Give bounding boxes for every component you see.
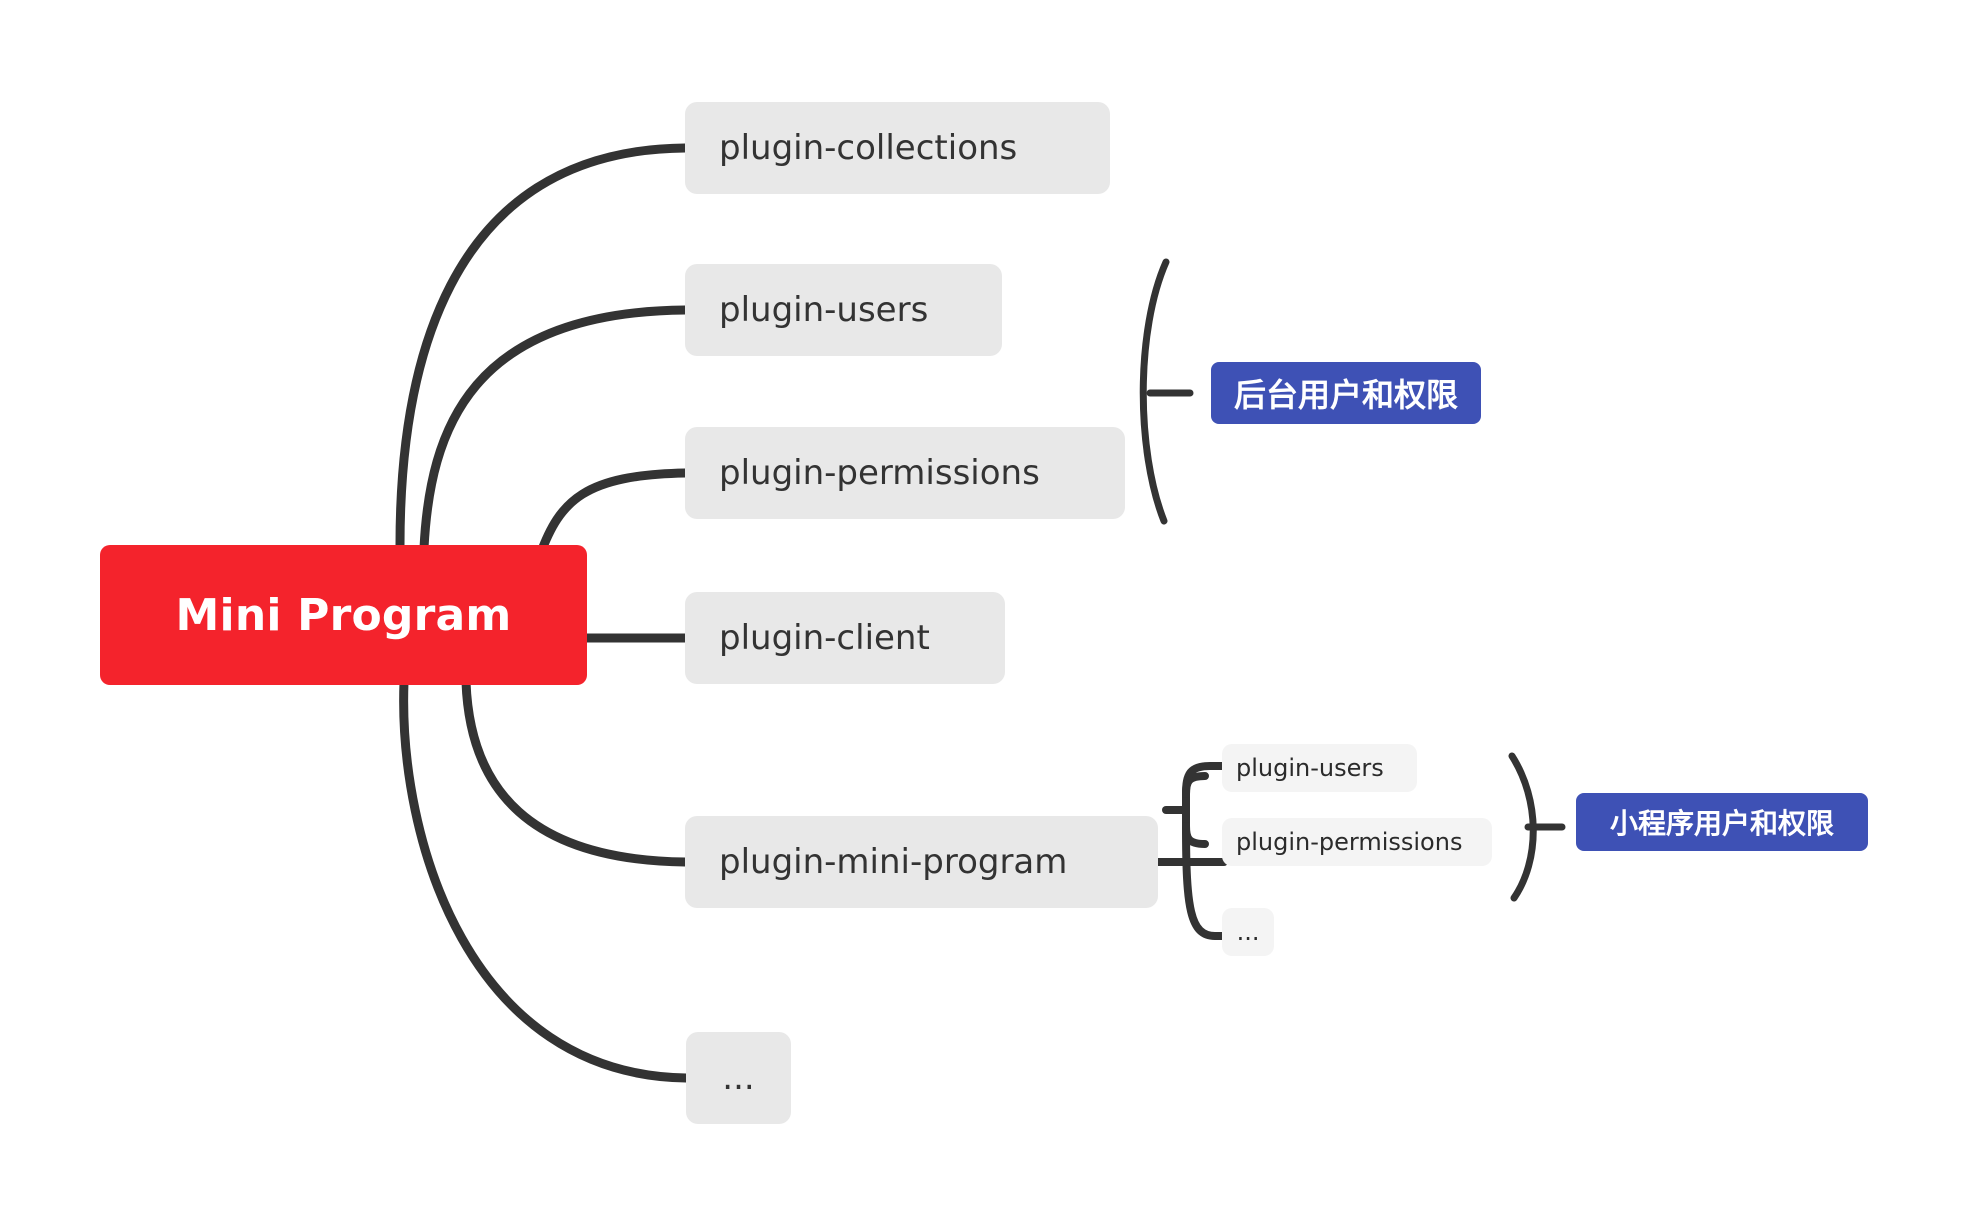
node-plugin-mini-program-label: plugin-mini-program [719,842,1068,882]
edge-root-to-plugin-users [419,305,690,553]
subnode-plugin-permissions[interactable]: plugin-permissions [1222,818,1492,866]
badge-backend-users-permissions-label: 后台用户和权限 [1233,376,1458,414]
subnode-plugin-users[interactable]: plugin-users [1222,744,1417,792]
node-plugin-mini-program[interactable]: plugin-mini-program [685,816,1158,908]
node-plugin-permissions[interactable]: plugin-permissions [685,427,1125,519]
root-node-mini-program[interactable]: Mini Program [100,545,587,685]
edge-root-to-plugin-permissions [535,468,690,560]
subgroup-brace-bottom [1182,822,1228,940]
edge-root-to-plugin-collections [395,143,690,550]
badge-backend-users-permissions[interactable]: 后台用户和权限 [1211,362,1481,424]
node-plugin-client-label: plugin-client [719,618,930,658]
group-brace-backend [1139,258,1170,525]
node-plugin-client[interactable]: plugin-client [685,592,1005,684]
group-brace-miniprogram [1508,752,1537,902]
subnode-plugin-permissions-label: plugin-permissions [1236,828,1463,856]
node-plugin-permissions-label: plugin-permissions [719,453,1040,493]
root-node-label: Mini Program [175,589,512,641]
subnode-ellipsis-label: ... [1236,918,1260,946]
subnode-plugin-users-label: plugin-users [1236,754,1384,782]
subgroup-brace-top [1182,762,1226,798]
edge-root-to-plugin-mini-program [461,677,690,867]
badge-miniprogram-users-permissions-label: 小程序用户和权限 [1609,807,1834,840]
node-branch-ellipsis-label: ... [722,1058,755,1098]
node-plugin-users-label: plugin-users [719,290,929,330]
node-plugin-collections-label: plugin-collections [719,128,1018,168]
node-plugin-users[interactable]: plugin-users [685,264,1002,356]
badge-miniprogram-users-permissions[interactable]: 小程序用户和权限 [1576,793,1868,851]
node-branch-ellipsis[interactable]: ... [686,1032,791,1124]
node-plugin-collections[interactable]: plugin-collections [685,102,1110,194]
subgroup-brace-body [1182,772,1209,848]
subnode-ellipsis[interactable]: ... [1222,908,1274,956]
edge-root-to-ellipsis [399,677,691,1083]
